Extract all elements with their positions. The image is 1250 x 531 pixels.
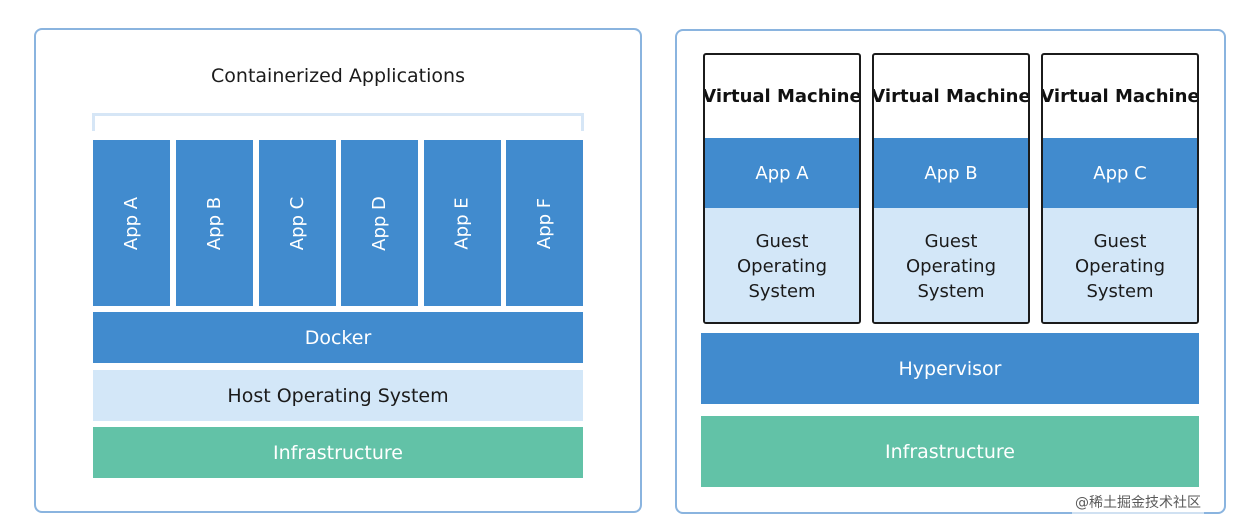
vm-title: Virtual Machine (872, 85, 1030, 107)
vm-app: App A (705, 138, 859, 208)
guest-os-line: Operating (737, 255, 827, 277)
watermark: @稀土掘金技术社区 (1072, 492, 1204, 514)
vms-infrastructure-layer: Infrastructure (701, 416, 1199, 487)
guest-os-line: Guest (924, 230, 978, 252)
guest-os: Guest Operating System (705, 208, 859, 322)
container-app-b: App B (176, 140, 253, 306)
vm-title: Virtual Machine (1041, 85, 1199, 107)
containers-title: Containerized Applications (211, 65, 465, 87)
virtual-machine-a: Virtual Machine App A Guest Operating Sy… (703, 53, 861, 324)
container-app-label: App A (120, 196, 142, 250)
vm-title: Virtual Machine (703, 85, 861, 107)
container-app-a: App A (93, 140, 170, 306)
container-app-d: App D (341, 140, 418, 306)
docker-layer: Docker (93, 312, 583, 363)
host-os-layer: Host Operating System (93, 370, 583, 421)
guest-os-line: System (917, 280, 985, 302)
container-app-label: App F (534, 197, 555, 249)
containers-infrastructure-layer: Infrastructure (93, 427, 583, 478)
guest-os: Guest Operating System (874, 208, 1028, 322)
vm-app: App C (1043, 138, 1197, 208)
guest-os-line: System (1086, 280, 1154, 302)
guest-os-line: Operating (906, 255, 996, 277)
container-app-label: App C (287, 196, 308, 250)
container-app-c: App C (259, 140, 336, 306)
container-app-label: App D (369, 195, 390, 251)
guest-os-line: Operating (1075, 255, 1165, 277)
container-app-label: App E (451, 196, 473, 250)
vm-app: App B (874, 138, 1028, 208)
virtual-machine-b: Virtual Machine App B Guest Operating Sy… (872, 53, 1030, 324)
hypervisor-layer: Hypervisor (701, 333, 1199, 404)
container-app-e: App E (424, 140, 501, 306)
guest-os-line: Guest (755, 230, 809, 252)
guest-os-line: Guest (1093, 230, 1147, 252)
container-app-f: App F (506, 140, 583, 306)
virtual-machine-c: Virtual Machine App C Guest Operating Sy… (1041, 53, 1199, 324)
guest-os: Guest Operating System (1043, 208, 1197, 322)
container-app-label: App B (204, 196, 225, 250)
containers-bracket (92, 113, 584, 131)
guest-os-line: System (748, 280, 816, 302)
